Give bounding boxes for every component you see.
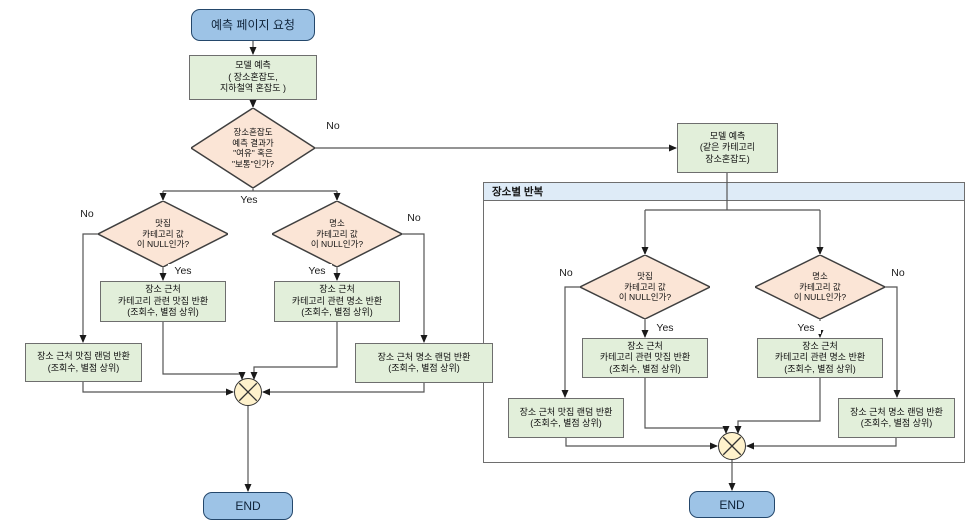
left-restaurant-category-return-box: 장소 근처 카테고리 관련 맛집 반환 (조회수, 별점 상위) bbox=[100, 281, 226, 322]
edge-label-no-loop-attraction: No bbox=[885, 266, 911, 279]
edge-no-restaurant-random bbox=[79, 233, 98, 343]
edge-no-attraction-random bbox=[402, 233, 428, 343]
edge-label-no-congestion: No bbox=[319, 119, 347, 133]
loop-container-title: 장소별 반복 bbox=[492, 186, 544, 198]
loop-end-label: END bbox=[719, 497, 745, 512]
left-attraction-category-return-label: 장소 근처 카테고리 관련 명소 반환 (조회수, 별점 상위) bbox=[291, 284, 383, 318]
loop-container-header: 장소별 반복 bbox=[484, 183, 964, 201]
merge-x-icon bbox=[722, 436, 742, 456]
left-restaurant-null-label: 맛집 카테고리 값 이 NULL인가? bbox=[136, 218, 190, 250]
model-predict-box: 모델 예측 ( 장소혼잡도, 지하철역 혼잡도 ) bbox=[189, 55, 317, 100]
loop-attraction-null-decision: 명소 카테고리 값 이 NULL인가? bbox=[755, 255, 885, 319]
left-merge-junction bbox=[234, 378, 262, 406]
edge-loop-no-attraction-random bbox=[885, 286, 901, 398]
edge-label-no-loop-restaurant: No bbox=[553, 266, 579, 279]
start-node-label: 예측 페이지 요청 bbox=[211, 18, 295, 32]
left-attraction-null-label: 명소 카테고리 값 이 NULL인가? bbox=[310, 218, 364, 250]
loop-container: 장소별 반복 bbox=[483, 182, 965, 463]
left-end-node: END bbox=[203, 492, 293, 520]
start-node: 예측 페이지 요청 bbox=[191, 9, 315, 41]
model-predict-same-category-box: 모델 예측 (같은 카테고리 장소혼잡도) bbox=[677, 123, 778, 173]
loop-attraction-random-return-label: 장소 근처 명소 랜덤 반환 (조회수, 별점 상위) bbox=[850, 406, 943, 429]
diamond-shape bbox=[191, 108, 315, 188]
left-restaurant-null-decision: 맛집 카테고리 값 이 NULL인가? bbox=[98, 201, 228, 267]
edge-label-yes-left-restaurant: Yes bbox=[168, 264, 198, 277]
edge-attraction-category-to-merge bbox=[250, 322, 338, 380]
edge-label-yes-loop-restaurant: Yes bbox=[650, 321, 680, 334]
left-restaurant-random-return-box: 장소 근처 맛집 랜덤 반환 (조회수, 별점 상위) bbox=[25, 343, 142, 382]
edge-label-no-left-attraction: No bbox=[401, 211, 427, 224]
loop-attraction-random-return-box: 장소 근처 명소 랜덤 반환 (조회수, 별점 상위) bbox=[838, 398, 955, 438]
edge-loop-attraction-random-to-merge bbox=[746, 438, 897, 450]
loop-merge-junction bbox=[718, 432, 746, 460]
left-attraction-null-decision: 명소 카테고리 값 이 NULL인가? bbox=[272, 201, 402, 267]
model-predict-same-category-label: 모델 예측 (같은 카테고리 장소혼잡도) bbox=[699, 130, 756, 164]
loop-attraction-null-label: 명소 카테고리 값 이 NULL인가? bbox=[793, 271, 847, 303]
merge-x-icon bbox=[238, 382, 258, 402]
diamond-shape bbox=[272, 201, 402, 267]
left-attraction-random-return-label: 장소 근처 명소 랜덤 반환 (조회수, 별점 상위) bbox=[377, 351, 471, 374]
edge-label-no-left-restaurant: No bbox=[74, 207, 100, 220]
diamond-shape bbox=[755, 255, 885, 319]
model-predict-label: 모델 예측 ( 장소혼잡도, 지하철역 혼잡도 ) bbox=[220, 60, 286, 94]
left-attraction-category-return-box: 장소 근처 카테고리 관련 명소 반환 (조회수, 별점 상위) bbox=[274, 281, 400, 322]
loop-attraction-category-return-box: 장소 근처 카테고리 관련 명소 반환 (조회수, 별점 상위) bbox=[757, 338, 883, 378]
loop-restaurant-random-return-label: 장소 근처 맛집 랜덤 반환 (조회수, 별점 상위) bbox=[519, 406, 613, 429]
edge-label-yes-left-attraction: Yes bbox=[302, 264, 332, 277]
edge-loop-restaurant-category-to-merge bbox=[644, 378, 730, 434]
loop-restaurant-null-decision: 맛집 카테고리 값 이 NULL인가? bbox=[580, 255, 710, 319]
loop-attraction-category-return-label: 장소 근처 카테고리 관련 명소 반환 (조회수, 별점 상위) bbox=[774, 340, 866, 374]
left-restaurant-random-return-label: 장소 근처 맛집 랜덤 반환 (조회수, 별점 상위) bbox=[37, 351, 130, 373]
edge-restaurant-category-to-merge bbox=[162, 322, 246, 380]
loop-restaurant-category-return-box: 장소 근처 카테고리 관련 맛집 반환 (조회수, 별점 상위) bbox=[582, 338, 708, 378]
left-restaurant-category-return-label: 장소 근처 카테고리 관련 맛집 반환 (조회수, 별점 상위) bbox=[117, 284, 209, 318]
loop-end-node: END bbox=[689, 491, 775, 518]
edge-label-yes-loop-attraction: Yes bbox=[791, 321, 821, 334]
left-end-label: END bbox=[235, 499, 261, 513]
loop-restaurant-random-return-box: 장소 근처 맛집 랜덤 반환 (조회수, 별점 상위) bbox=[508, 398, 624, 438]
edge-restaurant-random-to-merge bbox=[82, 382, 234, 396]
diamond-shape bbox=[98, 201, 228, 267]
edge-attraction-random-to-merge bbox=[262, 383, 425, 396]
congestion-decision-label: 장소혼잡도 예측 결과가 "여유" 혹은 "보통"인가? bbox=[231, 127, 275, 169]
left-attraction-random-return-box: 장소 근처 명소 랜덤 반환 (조회수, 별점 상위) bbox=[355, 343, 493, 383]
diamond-shape bbox=[580, 255, 710, 319]
edge-loop-restaurant-random-to-merge bbox=[565, 438, 718, 450]
edge-loop-attraction-category-to-merge bbox=[734, 378, 821, 434]
edge-label-yes-congestion: Yes bbox=[234, 193, 264, 206]
loop-restaurant-null-label: 맛집 카테고리 값 이 NULL인가? bbox=[618, 271, 672, 303]
edge-loop-no-restaurant-random bbox=[561, 286, 580, 398]
loop-restaurant-category-return-label: 장소 근처 카테고리 관련 맛집 반환 (조회수, 별점 상위) bbox=[599, 340, 691, 374]
congestion-decision: 장소혼잡도 예측 결과가 "여유" 혹은 "보통"인가? bbox=[191, 108, 315, 188]
